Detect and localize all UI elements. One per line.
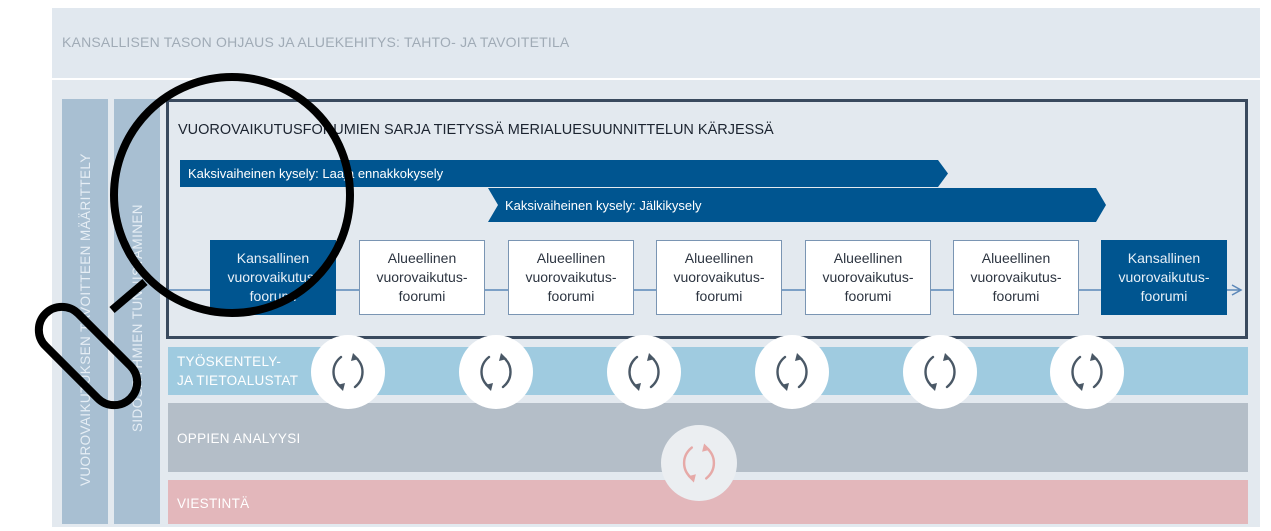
forum-box-regional: Alueellinen vuorovaikutus- foorumi [805,240,931,315]
cycle-arrows-icon [607,335,681,409]
forum-label: Alueellinen vuorovaikutus- foorumi [970,250,1062,304]
forum-label: Alueellinen vuorovaikutus- foorumi [376,250,468,304]
survey-pre-label: Kaksivaiheinen kysely: Laaja ennakkokyse… [188,166,444,181]
forum-box-regional: Alueellinen vuorovaikutus- foorumi [656,240,782,315]
survey-pre-arrow: Kaksivaiheinen kysely: Laaja ennakkokyse… [180,160,948,187]
cycle-arrows-icon [311,335,385,409]
top-title: KANSALLISEN TASON OHJAUS JA ALUEKEHITYS:… [62,34,570,50]
forum-box-national: Kansallinen vuorovaikutus- foorumi [1101,240,1227,315]
forum-box-regional: Alueellinen vuorovaikutus- foorumi [508,240,634,315]
top-band [52,8,1260,78]
forum-label: Alueellinen vuorovaikutus- foorumi [822,250,914,304]
forum-label: Kansallinen vuorovaikutus- foorumi [1118,250,1210,304]
cycle-arrows-icon [755,335,829,409]
survey-post-label: Kaksivaiheinen kysely: Jälkikysely [505,197,702,213]
cycle-arrows-icon [459,335,533,409]
forum-box-regional: Alueellinen vuorovaikutus- foorumi [359,240,485,315]
cycle-arrows-icon [903,335,977,409]
band-communication-label: VIESTINTÄ [177,496,250,511]
forum-label: Alueellinen vuorovaikutus- foorumi [525,250,617,304]
band-work-platforms-label: TYÖSKENTELY- JA TIETOALUSTAT [177,354,299,388]
cycle-arrows-icon [661,425,737,501]
band-lessons-analysis-label: OPPIEN ANALYYSI [177,431,301,446]
cycle-arrows-icon [1050,335,1124,409]
survey-post-arrow: Kaksivaiheinen kysely: Jälkikysely [488,188,1106,222]
forum-box-regional: Alueellinen vuorovaikutus- foorumi [953,240,1079,315]
vertical-bar-inner [114,99,160,524]
forum-label: Alueellinen vuorovaikutus- foorumi [673,250,765,304]
